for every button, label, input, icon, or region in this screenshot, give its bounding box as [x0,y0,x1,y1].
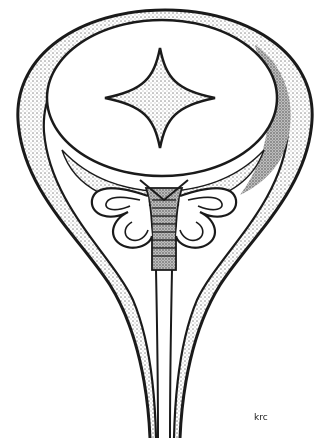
artist-signature: krc [254,413,268,423]
svg-text:krc: krc [254,413,268,423]
